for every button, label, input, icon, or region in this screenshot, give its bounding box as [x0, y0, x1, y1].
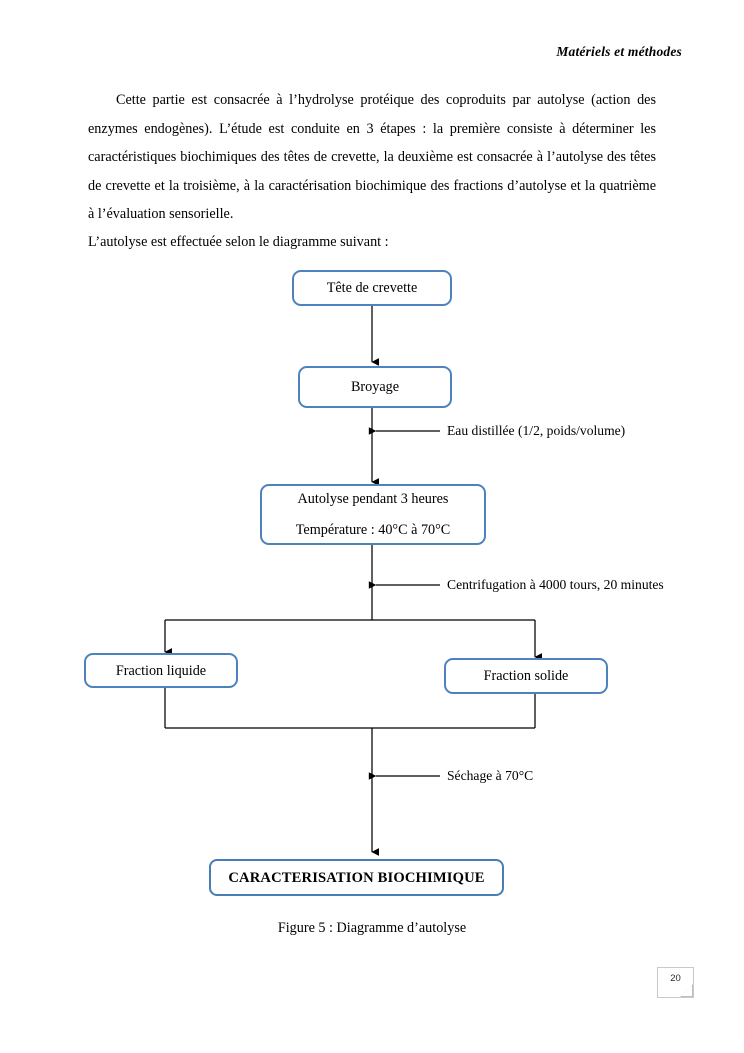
flow-node-label: Fraction solide [483, 668, 569, 684]
paragraph-block-lead-in: L’autolyse est effectuée selon le diagra… [88, 228, 656, 257]
flow-node-label: Tête de crevette [326, 280, 418, 296]
page-fold-inner-icon [681, 985, 692, 996]
flow-annotation-eau-distillee: Eau distillée (1/2, poids/volume) [447, 423, 626, 438]
paragraph-intro: Cette partie est consacrée à l’hydrolyse… [88, 92, 656, 222]
flow-annotation-sechage: Séchage à 70°C [447, 768, 534, 783]
flow-node-caracterisation-biochimique[interactable]: CARACTERISATION BIOCHIMIQUE [209, 859, 504, 896]
flow-node-label: Fraction liquide [115, 662, 207, 679]
figure-caption: Figure 5 : Diagramme d’autolyse [277, 920, 467, 936]
flow-node-fraction-solide[interactable]: Fraction solide [444, 658, 608, 694]
flow-node-label: Broyage [350, 379, 400, 395]
flow-node-label-line-2: Température : 40°C à 70°C [295, 522, 451, 538]
flow-node-tete-de-crevette[interactable]: Tête de crevette [292, 270, 452, 306]
paragraph-block-intro: Cette partie est consacrée à l’hydrolyse… [88, 86, 656, 229]
page-number-value: 20 [670, 973, 681, 984]
paragraph-lead-in: L’autolyse est effectuée selon le diagra… [88, 234, 389, 250]
page-number-badge: 20 [657, 967, 694, 998]
flow-node-label-line-1: Autolyse pendant 3 heures [297, 491, 449, 507]
flow-node-autolyse[interactable]: Autolyse pendant 3 heures Température : … [260, 484, 486, 545]
running-head: Matériels et méthodes [556, 44, 682, 59]
flow-annotation-centrifugation: Centrifugation à 4000 tours, 20 minutes [447, 577, 664, 592]
flow-node-fraction-liquide[interactable]: Fraction liquide [84, 653, 238, 688]
flow-node-broyage[interactable]: Broyage [298, 366, 452, 408]
flow-node-label: CARACTERISATION BIOCHIMIQUE [228, 869, 485, 886]
